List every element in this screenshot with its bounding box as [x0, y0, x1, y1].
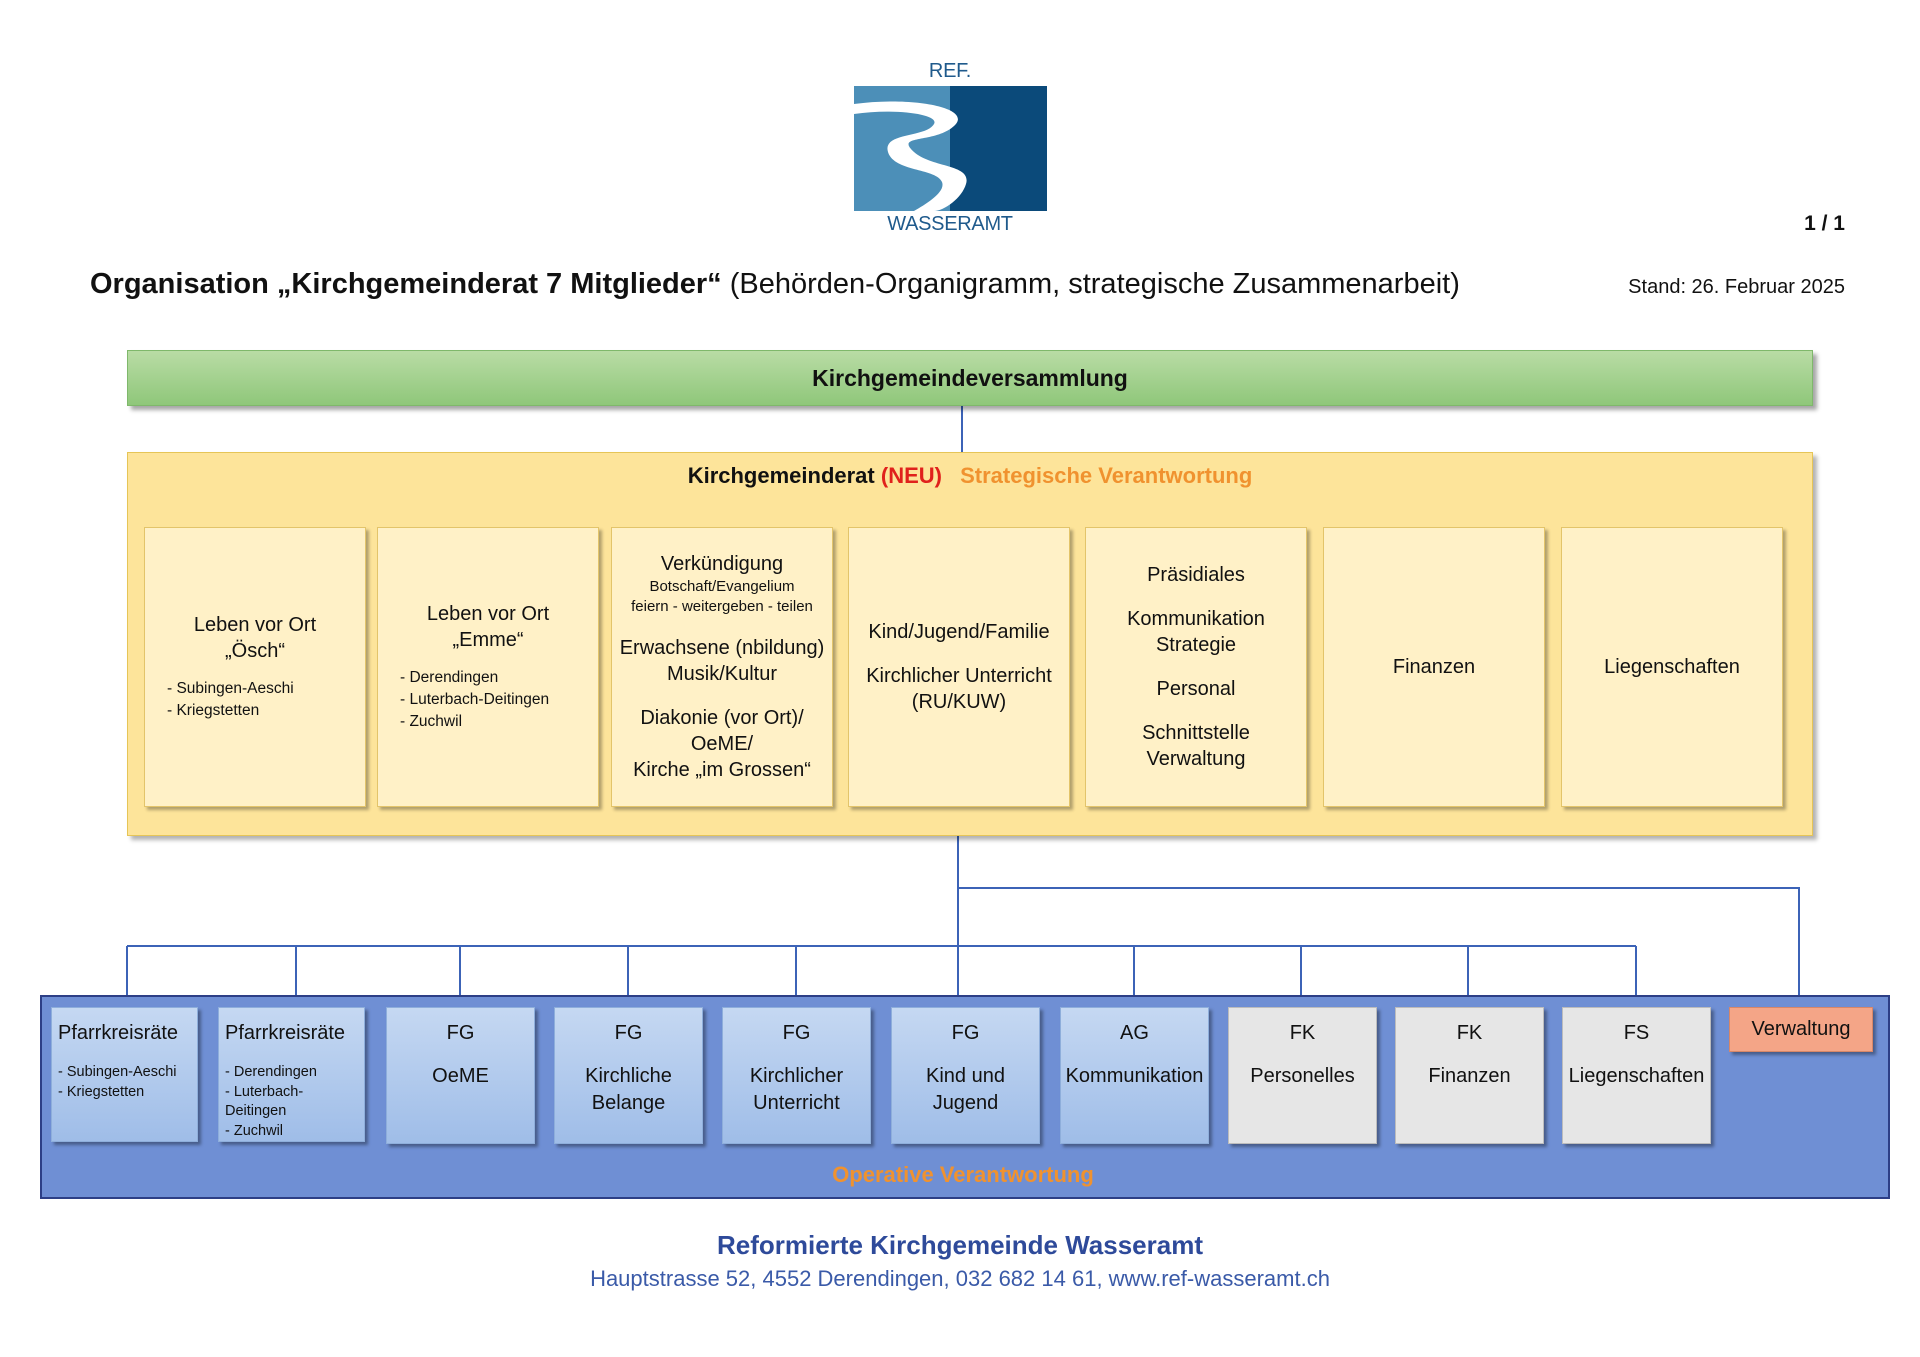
unit-name: Unterricht: [753, 1092, 840, 1114]
unit-name: Finanzen: [1428, 1065, 1511, 1087]
list-item: Luterbach-Deitingen: [400, 689, 598, 711]
list-item: Kriegstetten: [167, 700, 365, 722]
unit-list: Derendingen Luterbach-Deitingen Zuchwil: [225, 1063, 364, 1141]
list-item: Derendingen: [400, 667, 598, 689]
connector-admin: [958, 887, 1800, 995]
unit-title: Pfarrkreisräte: [58, 1022, 179, 1044]
dept-line: Kirchlicher Unterricht: [866, 665, 1052, 687]
dept-card-kind-jugend: Kind/Jugend/Familie Kirchlicher Unterric…: [848, 527, 1070, 807]
dept-note: feiern - weitergeben - teilen: [631, 598, 813, 615]
footer-name: Reformierte Kirchgemeinde Wasseramt: [717, 1230, 1203, 1260]
dept-line: Kind/Jugend/Familie: [868, 621, 1050, 643]
list-item: Zuchwil: [400, 711, 598, 733]
unit-pfarrkreisraete-emme: Pfarrkreisräte Derendingen Luterbach-Dei…: [218, 1007, 365, 1142]
title-subtitle: (Behörden-Organigramm, strategische Zusa…: [729, 268, 1460, 300]
dept-subtitle: „Ösch“: [225, 640, 285, 663]
dept-card-emme: Leben vor Ort „Emme“ Derendingen Luterba…: [377, 527, 599, 807]
assembly-box: Kirchgemeindeversammlung: [127, 350, 1813, 406]
dept-line: Finanzen: [1392, 656, 1476, 678]
dept-line: Diakonie (vor Ort)/: [640, 707, 804, 730]
council-new-badge: (NEU): [880, 463, 942, 488]
dept-note: Botschaft/Evangelium: [649, 577, 795, 595]
dept-line: Liegenschaften: [1604, 656, 1740, 678]
unit-name: Kommunikation: [1065, 1065, 1204, 1087]
unit-fg-kirchliche-belange: FG Kirchliche Belange: [554, 1007, 703, 1144]
council-role: Strategische Verantwortung: [960, 463, 1253, 488]
unit-fg-kind-jugend: FG Kind und Jugend: [891, 1007, 1040, 1144]
unit-name: Kind und: [926, 1065, 1005, 1087]
unit-name: OeME: [432, 1065, 489, 1087]
unit-name: Liegenschaften: [1568, 1065, 1705, 1087]
operative-label: Operative Verantwortung: [832, 1162, 1094, 1187]
river-logo-icon: [854, 86, 1047, 211]
admin-box: Verwaltung: [1729, 1007, 1873, 1052]
date-stamp: Stand: 26. Februar 2025: [1628, 276, 1845, 298]
unit-abbr: FK: [1289, 1022, 1316, 1044]
dept-card-liegenschaften: Liegenschaften: [1561, 527, 1783, 807]
unit-abbr: FG: [782, 1022, 811, 1044]
unit-name: Kirchliche: [585, 1065, 672, 1087]
unit-title: Pfarrkreisräte: [225, 1022, 346, 1044]
dept-subtitle: „Emme“: [452, 629, 524, 652]
unit-abbr: FG: [614, 1022, 643, 1044]
dept-line: Verwaltung: [1146, 748, 1246, 770]
church-logo: REF. KIRCHGEMEINDE WASSERAMT: [850, 58, 1050, 238]
logo-bottom-text: WASSERAMT: [887, 213, 1013, 235]
dept-line: OeME/: [690, 733, 754, 756]
dept-card-finanzen: Finanzen: [1323, 527, 1545, 807]
title-bold: Organisation „Kirchgemeinderat 7 Mitglie…: [90, 268, 722, 300]
unit-fk-personelles: FK Personelles: [1228, 1007, 1377, 1144]
dept-card-oesch: Leben vor Ort „Ösch“ Subingen-Aeschi Kri…: [144, 527, 366, 807]
footer-address: Hauptstrasse 52, 4552 Derendingen, 032 6…: [590, 1266, 1330, 1291]
dept-card-verkuendigung: Verkündigung Botschaft/Evangelium feiern…: [611, 527, 833, 807]
unit-pfarrkreisraete-oesch: Pfarrkreisräte Subingen-Aeschi Kriegstet…: [51, 1007, 198, 1142]
list-item: Zuchwil: [225, 1122, 364, 1142]
unit-fk-finanzen: FK Finanzen: [1395, 1007, 1544, 1144]
dept-line: Personal: [1156, 678, 1236, 700]
page-title: Organisation „Kirchgemeinderat 7 Mitglie…: [90, 268, 1460, 301]
unit-abbr: FG: [446, 1022, 475, 1044]
list-item: Luterbach-Deitingen: [225, 1083, 364, 1122]
dept-line: Schnittstelle: [1142, 722, 1250, 744]
unit-fg-oeme: FG OeME: [386, 1007, 535, 1144]
dept-title: Verkündigung: [660, 552, 784, 575]
dept-line: Kommunikation: [1127, 608, 1265, 630]
unit-abbr: FG: [951, 1022, 980, 1044]
unit-list: Subingen-Aeschi Kriegstetten: [58, 1063, 197, 1102]
unit-name: Kirchlicher: [749, 1065, 844, 1087]
unit-name: Personelles: [1250, 1065, 1355, 1087]
council-heading: Kirchgemeinderat (NEU) Strategische Vera…: [128, 463, 1812, 489]
unit-fg-kirchlicher-unterricht: FG Kirchlicher Unterricht: [722, 1007, 871, 1144]
unit-ag-kommunikation: AG Kommunikation: [1060, 1007, 1209, 1144]
dept-line: Strategie: [1155, 634, 1237, 656]
dept-line: Präsidiales: [1147, 564, 1245, 586]
dept-title: Leben vor Ort: [193, 614, 317, 637]
unit-name: Jugend: [932, 1092, 999, 1114]
unit-name: Belange: [591, 1092, 666, 1114]
dept-line: Erwachsene (nbildung): [619, 637, 825, 660]
dept-list: Subingen-Aeschi Kriegstetten: [145, 678, 365, 721]
unit-abbr: AG: [1120, 1022, 1149, 1044]
unit-abbr: FS: [1623, 1022, 1650, 1044]
list-item: Derendingen: [225, 1063, 364, 1083]
dept-line: (RU/KUW): [911, 691, 1007, 713]
dept-list: Derendingen Luterbach-Deitingen Zuchwil: [378, 667, 598, 732]
page-number: 1 / 1: [1804, 212, 1845, 235]
unit-fs-liegenschaften: FS Liegenschaften: [1562, 1007, 1711, 1144]
unit-abbr: FK: [1456, 1022, 1483, 1044]
list-item: Kriegstetten: [58, 1083, 197, 1103]
dept-line: Kirche „im Grossen“: [633, 759, 811, 782]
list-item: Subingen-Aeschi: [167, 678, 365, 700]
council-name: Kirchgemeinderat: [687, 463, 875, 488]
dept-card-praesidiales: Präsidiales Kommunikation Strategie Pers…: [1085, 527, 1307, 807]
dept-title: Leben vor Ort: [426, 603, 550, 626]
list-item: Subingen-Aeschi: [58, 1063, 197, 1083]
dept-line: Musik/Kultur: [666, 663, 778, 686]
